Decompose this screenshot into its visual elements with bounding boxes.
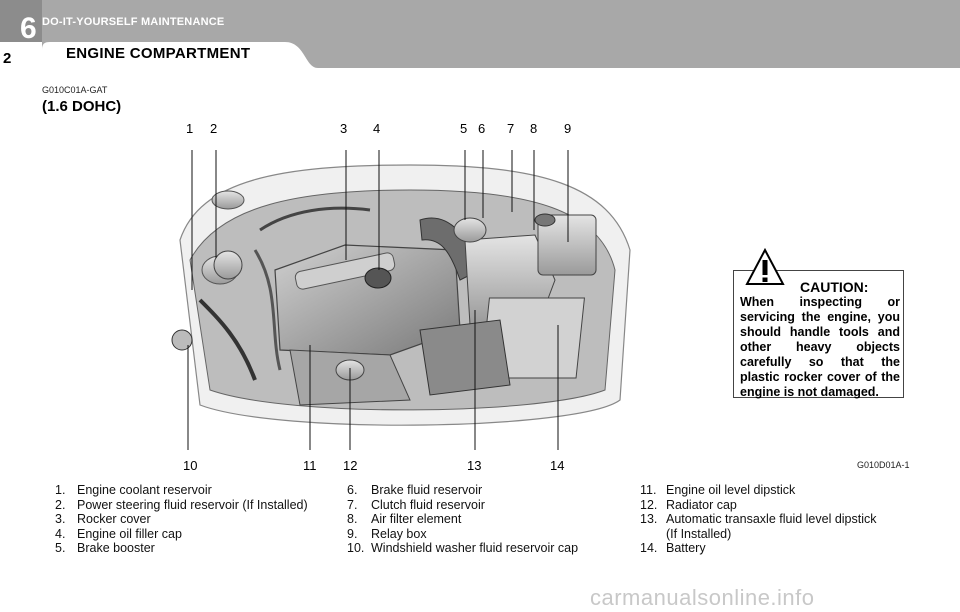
caution-title: CAUTION: — [800, 279, 869, 295]
header-band — [0, 0, 960, 68]
chapter-number: 6 — [20, 12, 37, 45]
chapter-title: DO-IT-YOURSELF MAINTENANCE — [42, 16, 225, 28]
list-item: 4.Engine oil filler cap — [55, 526, 182, 541]
list-item: 9.Relay box — [347, 526, 427, 541]
list-item: 13.Automatic transaxle fluid level dipst… — [640, 512, 877, 526]
engine-label: (1.6 DOHC) — [42, 98, 122, 115]
callout-3: 3 — [340, 121, 348, 136]
legend-column-1: 1.Engine coolant reservoir 2.Power steer… — [55, 483, 308, 556]
callout-7: 7 — [507, 121, 515, 136]
list-item: 12.Radiator cap — [640, 497, 737, 512]
callout-8: 8 — [530, 121, 538, 136]
callout-1: 1 — [186, 121, 194, 136]
callout-4: 4 — [373, 121, 381, 136]
caution-text: When inspecting or servicing the engine,… — [740, 295, 900, 399]
list-item: (If Installed) — [666, 526, 732, 541]
engine-compartment-illustration — [171, 150, 631, 450]
page-number: 2 — [3, 50, 12, 67]
callout-13: 13 — [467, 458, 482, 473]
list-item: 8.Air filter element — [347, 512, 462, 526]
caution-code: G010D01A-1 — [857, 460, 910, 470]
list-item: 14.Battery — [640, 541, 706, 555]
legend-column-2: 6.Brake fluid reservoir 7.Clutch fluid r… — [347, 483, 578, 556]
callout-2: 2 — [210, 121, 218, 136]
watermark: carmanualsonline.info — [590, 585, 815, 610]
list-item: 3.Rocker cover — [55, 512, 151, 526]
callout-9: 9 — [564, 121, 572, 136]
list-item: 2.Power steering fluid reservoir (If Ins… — [55, 497, 308, 512]
list-item: 7.Clutch fluid reservoir — [347, 497, 485, 512]
list-item: 1.Engine coolant reservoir — [55, 483, 212, 497]
warning-triangle-icon — [745, 248, 785, 285]
list-item: 11.Engine oil level dipstick — [640, 483, 796, 497]
legend-column-3: 11.Engine oil level dipstick 12.Radiator… — [640, 483, 877, 556]
callout-11: 11 — [303, 458, 317, 473]
callout-12: 12 — [343, 458, 358, 473]
callout-14: 14 — [550, 458, 565, 473]
list-item: 10.Windshield washer fluid reservoir cap — [347, 541, 579, 555]
figure-code: G010C01A-GAT — [42, 85, 108, 95]
section-title: ENGINE COMPARTMENT — [66, 45, 251, 62]
caution-box — [733, 270, 904, 398]
callout-6: 6 — [478, 121, 486, 136]
callout-10: 10 — [183, 458, 198, 473]
list-item: 5.Brake booster — [55, 541, 155, 555]
list-item: 6.Brake fluid reservoir — [347, 483, 483, 497]
callout-5: 5 — [460, 121, 468, 136]
